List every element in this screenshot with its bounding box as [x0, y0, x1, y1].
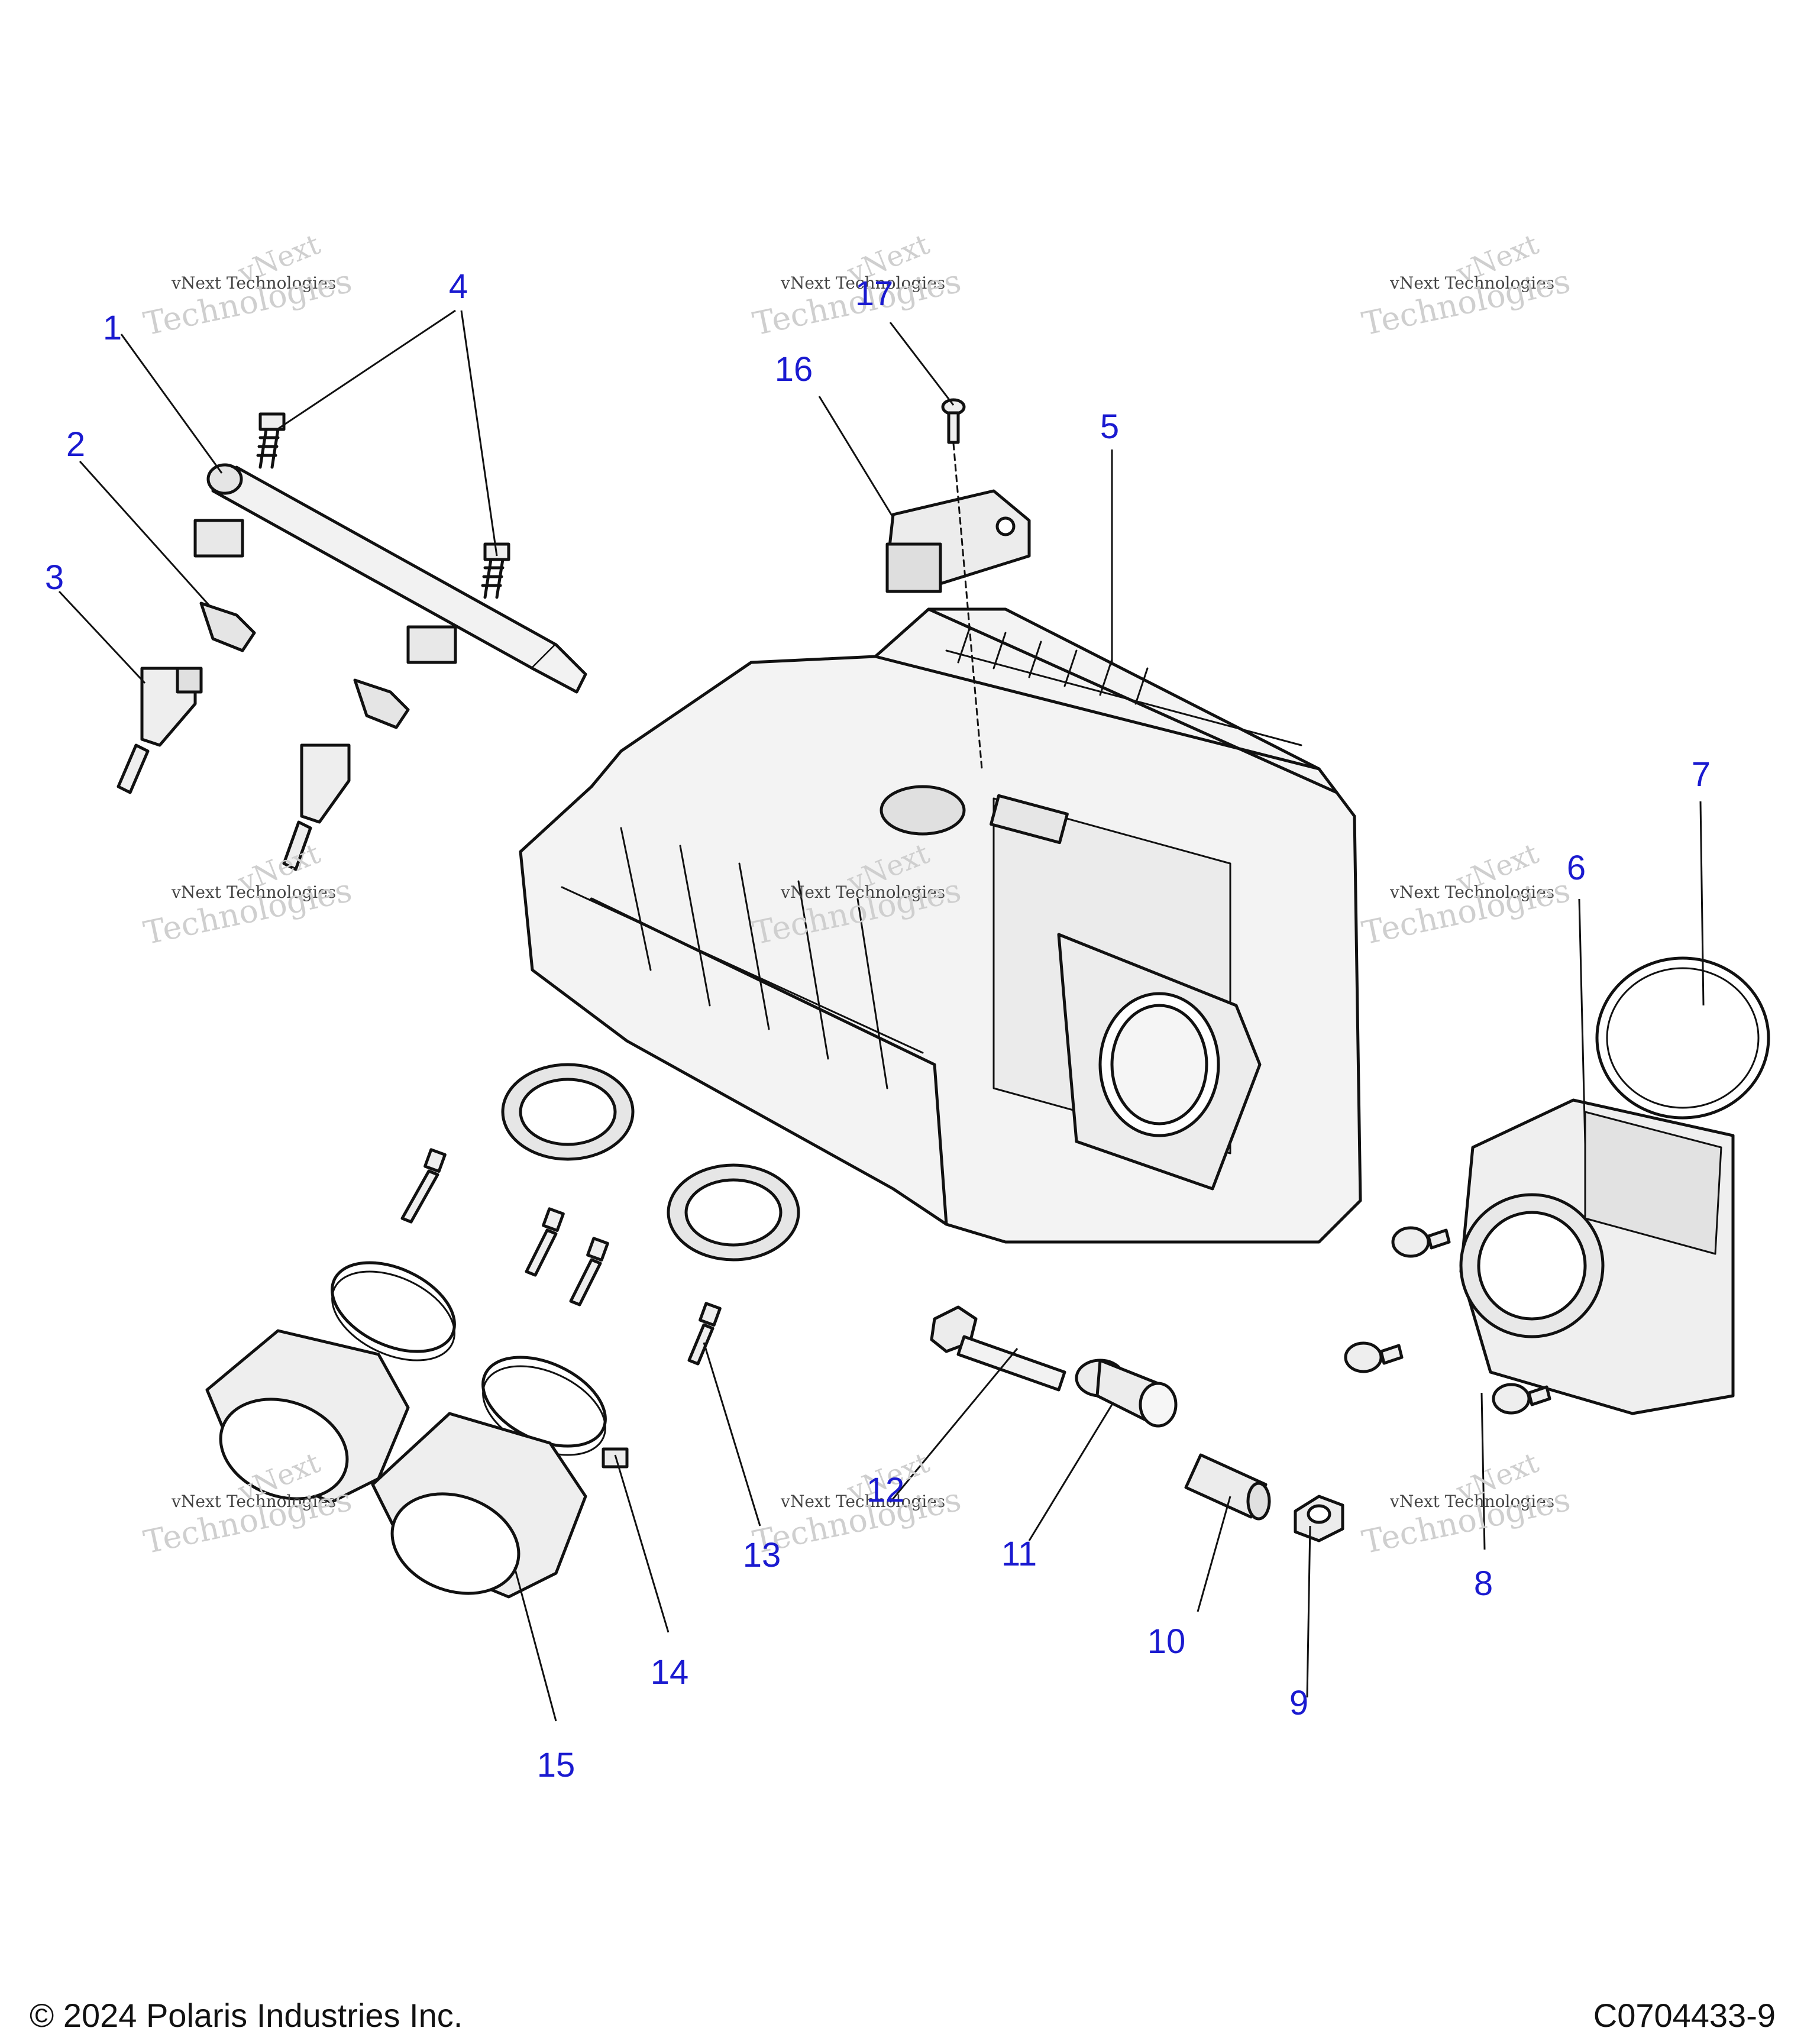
- callout-12: 12: [866, 1471, 905, 1509]
- callout-3: 3: [44, 558, 64, 597]
- bolt-13c: [525, 1207, 565, 1277]
- gasket-ring: [1595, 956, 1770, 1120]
- callout-13: 13: [742, 1536, 781, 1574]
- leader-lines: [58, 309, 1705, 1722]
- callout-9: 9: [1289, 1684, 1309, 1722]
- screw-8a: [1391, 1226, 1451, 1258]
- airbox-outlet-right: [667, 1163, 800, 1262]
- callout-15: 15: [536, 1746, 576, 1784]
- bolt-4b: [481, 542, 510, 599]
- callout-17: 17: [855, 274, 894, 313]
- injector-3a: [117, 667, 203, 794]
- callout-4: 4: [448, 267, 468, 306]
- callout-6: 6: [1566, 849, 1586, 887]
- callout-7: 7: [1691, 755, 1711, 794]
- sensor-screw: [941, 398, 966, 444]
- bolt-13b: [400, 1148, 447, 1224]
- callout-11: 11: [1001, 1535, 1037, 1573]
- clip-2a: [199, 601, 256, 652]
- airbox-throttle-flange: [1057, 933, 1262, 1191]
- copyright-text: © 2024 Polaris Industries Inc.: [30, 1997, 463, 2034]
- bolt-13d: [569, 1237, 609, 1306]
- throttle-body: [1459, 1098, 1735, 1415]
- screw-8b: [1344, 1341, 1404, 1373]
- grommet: [1075, 1359, 1178, 1428]
- airbox-outlet-left: [501, 1063, 635, 1161]
- clip-2b: [353, 678, 410, 729]
- callout-5: 5: [1100, 407, 1120, 446]
- long-bolt: [930, 1305, 1066, 1392]
- airbox: [519, 607, 1362, 1244]
- callout-14: 14: [650, 1653, 689, 1692]
- injector-3b: [282, 743, 351, 871]
- callout-8: 8: [1473, 1564, 1493, 1603]
- callout-16: 16: [774, 350, 813, 389]
- bolt-4a: [256, 412, 286, 469]
- bolt-13a: [687, 1302, 722, 1366]
- callout-2: 2: [66, 425, 86, 464]
- fuel-rail: [193, 463, 587, 694]
- diagram-code: C0704433-9: [1593, 1997, 1776, 2034]
- map-sensor: [885, 489, 1031, 593]
- callout-10: 10: [1147, 1622, 1186, 1661]
- intake-boot-b: [371, 1412, 587, 1599]
- screw-8c: [1492, 1383, 1551, 1415]
- nut: [1294, 1495, 1344, 1542]
- spacer-tube: [1184, 1453, 1271, 1521]
- intake-boot-a: [205, 1329, 410, 1504]
- callout-1: 1: [102, 309, 122, 347]
- hose-clamp-a: [331, 1261, 456, 1361]
